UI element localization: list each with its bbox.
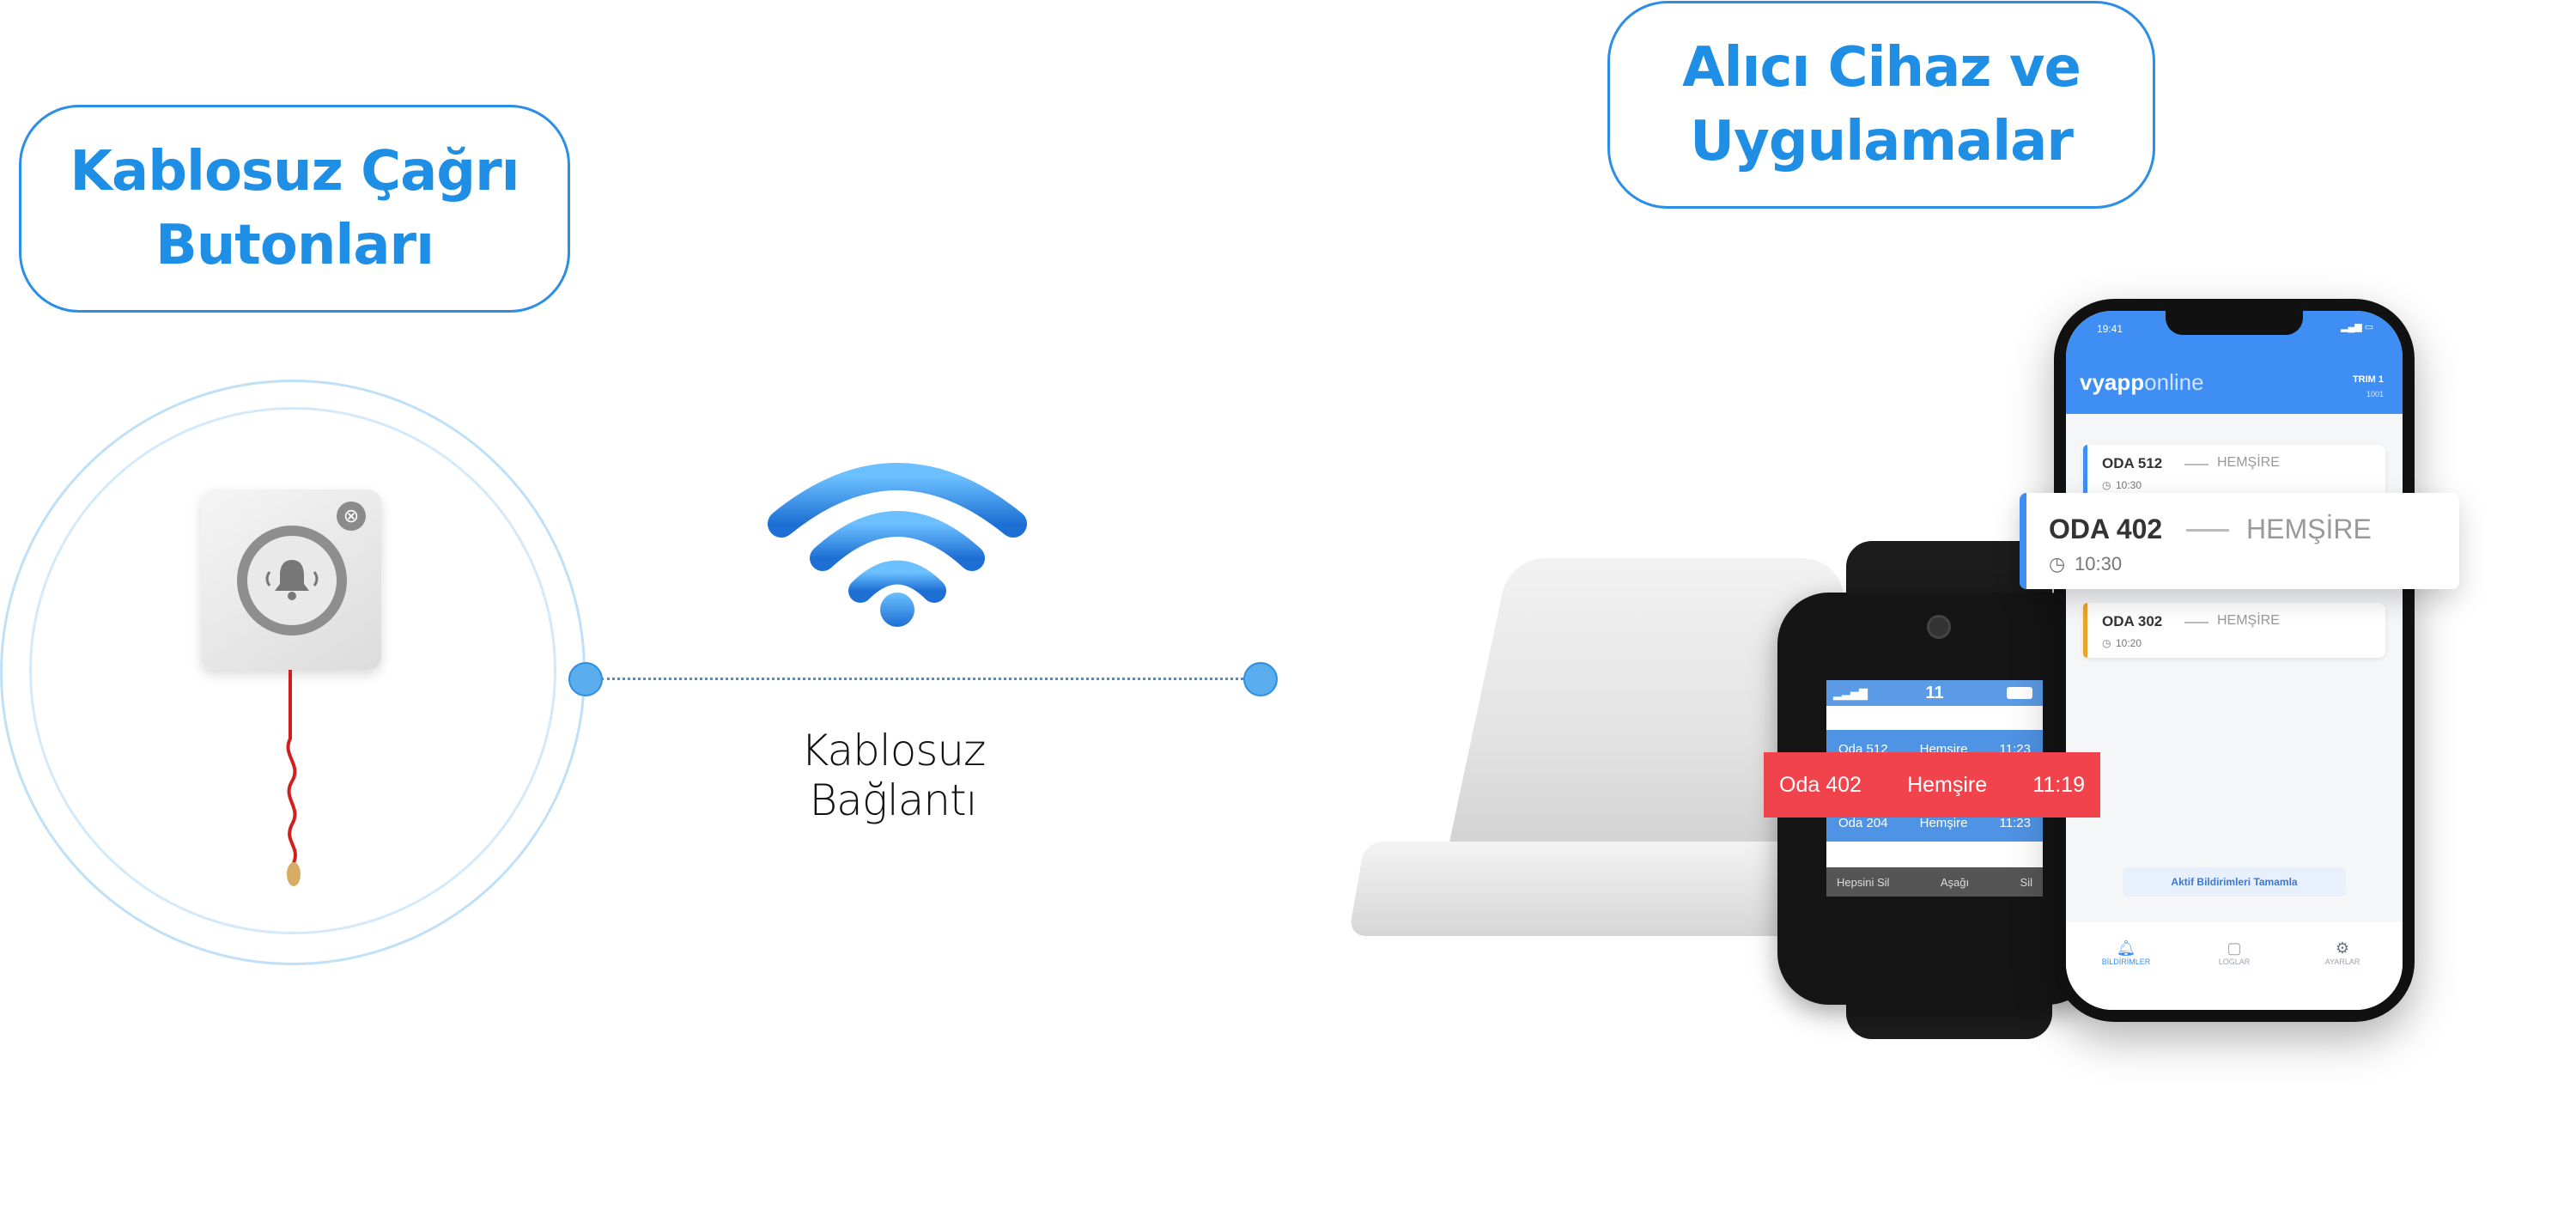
alert-room: Oda 402 (1779, 772, 1862, 797)
brand-logo: vyapponline (2080, 369, 2204, 395)
pull-cord (286, 670, 301, 886)
header-user: TRIM 1 (2352, 374, 2384, 385)
wifi-icon (768, 463, 1027, 627)
bottom-nav: 🔔︎ BİLDİRİMLER ▢ LOGLAR ⚙ AYARLAR (2066, 922, 2403, 1010)
close-icon: ⊗ (337, 502, 366, 531)
notification-card[interactable]: ODA 512 HEMŞİRE ◷ 10:30 (2083, 445, 2385, 500)
left-title-box: Kablosuz Çağrı Butonları (19, 105, 570, 313)
right-title: Alıcı Cihaz ve Uygulamalar (1682, 36, 2081, 173)
bell-icon: 🔔︎ (2116, 939, 2136, 957)
inner-ring (29, 407, 556, 934)
watch-down-button[interactable]: Aşağı (1940, 875, 1970, 889)
highlighted-notification-card[interactable]: ODA 402 HEMŞİRE ◷ 10:30 (2020, 493, 2459, 589)
wireless-call-button[interactable]: ⊗ (201, 489, 381, 670)
document-icon: ▢ (2227, 939, 2242, 957)
notch (2166, 311, 2303, 335)
status-icons: ▂▄▆ ▭ (2341, 322, 2374, 332)
connection-label: Kablosuz Bağlantı (800, 726, 987, 825)
watch-delete-all-button[interactable]: Hepsini Sil (1837, 875, 1890, 889)
watch-delete-button[interactable]: Sil (2020, 875, 2032, 889)
alert-time: 11:19 (2032, 772, 2085, 797)
clock-icon: ◷ (2102, 637, 2111, 649)
nav-notifications[interactable]: 🔔︎ BİLDİRİMLER (2075, 939, 2178, 966)
nav-logs[interactable]: ▢ LOGLAR (2183, 939, 2286, 966)
right-title-box: Alıcı Cihaz ve Uygulamalar (1607, 1, 2155, 209)
header-user-id: 1001 (2366, 390, 2384, 398)
phone-screen: 19:41 ▂▄▆ ▭ vyapponline TRIM 1 1001 ODA … (2066, 311, 2403, 1010)
left-title: Kablosuz Çağrı Butonları (70, 140, 519, 277)
bell-button-ring (237, 526, 347, 635)
gear-icon: ⚙ (2335, 939, 2350, 957)
connection-dot-right (1243, 662, 1278, 696)
watch-time: 11 (1925, 684, 1944, 702)
watch-alert-bar[interactable]: Oda 402 Hemşire 11:19 (1764, 752, 2100, 818)
nav-settings[interactable]: ⚙ AYARLAR (2291, 939, 2394, 966)
alert-role: Hemşire (1907, 772, 1988, 797)
bell-icon (265, 560, 319, 600)
connection-line (601, 678, 1254, 680)
connection-dot-left (568, 662, 603, 696)
clock-icon: ◷ (2049, 553, 2066, 574)
notification-card[interactable]: ODA 302 HEMŞİRE ◷ 10:20 (2083, 603, 2385, 658)
status-time: 19:41 (2097, 323, 2123, 335)
clock-icon: ◷ (2102, 479, 2111, 491)
complete-active-notifications-button[interactable]: Aktif Bildirimleri Tamamla (2123, 867, 2346, 897)
smartphone: 19:41 ▂▄▆ ▭ vyapponline TRIM 1 1001 ODA … (2054, 299, 2415, 1022)
watch-battery-icon (2007, 687, 2032, 699)
watch-signal-icon: ▂▃▅▇ (1833, 687, 1868, 700)
phone-header: 19:41 ▂▄▆ ▭ vyapponline TRIM 1 1001 (2066, 311, 2403, 414)
